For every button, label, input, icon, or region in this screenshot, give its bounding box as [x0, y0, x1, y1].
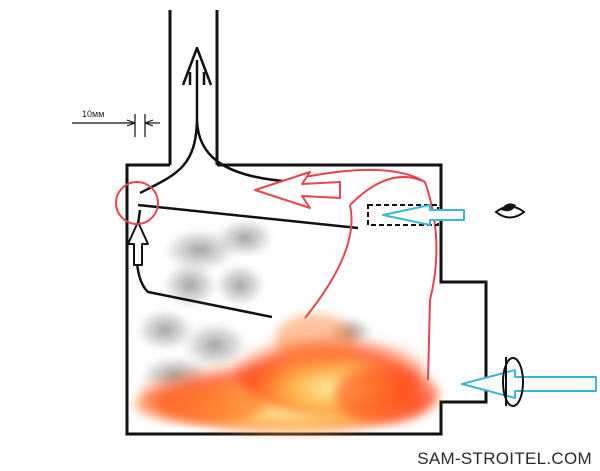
up-arrow-chimney — [181, 46, 213, 86]
gap-dimension-label: 10мм — [82, 109, 104, 119]
flue-gas-flow-line — [139, 60, 296, 195]
gap-highlight-circle — [115, 181, 159, 225]
damper-icon — [502, 357, 524, 407]
secondary-air-arrow — [382, 204, 465, 226]
hot-gas-flow-top — [299, 168, 426, 183]
hot-gas-arrow-head — [254, 171, 341, 209]
upper-baffle-plate — [137, 203, 359, 230]
up-arrow-left — [127, 221, 149, 266]
gap-dimension-marker: 10мм — [72, 109, 160, 137]
stove-body — [125, 163, 488, 436]
site-watermark: SAM-STROITEL.COM — [417, 449, 592, 468]
chimney — [168, 10, 219, 165]
eye-icon — [494, 203, 526, 219]
fire — [135, 314, 440, 432]
hot-gas-flow-line — [304, 175, 438, 381]
primary-air-arrow — [461, 369, 597, 399]
